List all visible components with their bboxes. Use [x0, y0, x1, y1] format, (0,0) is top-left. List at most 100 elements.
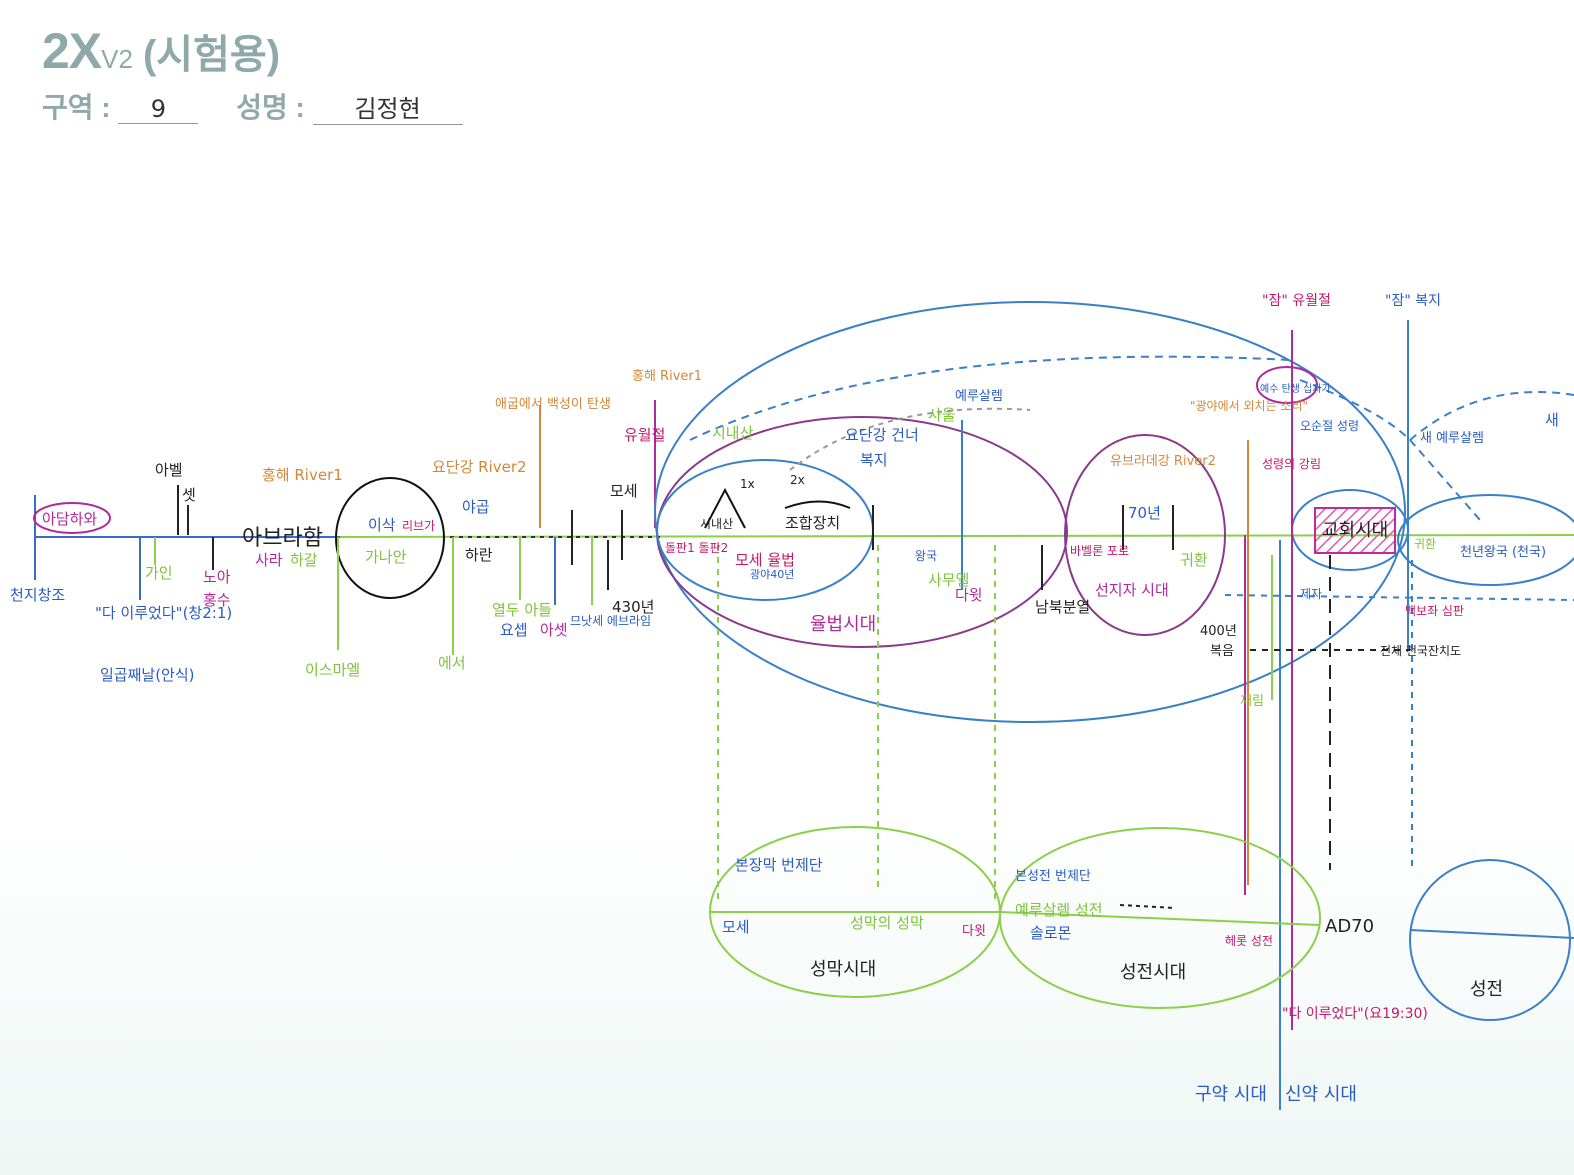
label-pentecost: 오순절 성령 — [1300, 419, 1359, 433]
label-70-years: 70년 — [1128, 504, 1161, 522]
label-temple-altar: 본성전 번제단 — [1015, 869, 1091, 884]
label-mountain: 시내산 — [700, 517, 733, 531]
label-gospel: 복음 — [1210, 644, 1234, 659]
label-saul: 사울 — [928, 406, 956, 424]
label-flood: 홍수 — [203, 591, 231, 609]
label-judgment: 백보좌 심판 — [1405, 604, 1464, 618]
isaac-circle — [335, 477, 445, 599]
label-second-coming: 재림 — [1240, 694, 1264, 709]
label-adam-eve: 아담하와 — [42, 510, 97, 528]
label-wilderness-40: 광야40년 — [750, 568, 794, 581]
label-millennium: 천년왕국 (천국) — [1460, 545, 1546, 560]
label-tabernacle-plan: 조합장치 — [785, 514, 840, 532]
label-split: 남북분열 — [1035, 598, 1090, 616]
region-value: 9 — [118, 95, 199, 124]
temple-ellipse — [999, 827, 1321, 1009]
version: V2 — [101, 44, 133, 74]
label-nt-age: 신약 시대 — [1285, 1084, 1357, 1105]
label-ot-age: 구약 시대 — [1195, 1084, 1267, 1105]
label-haran: 하란 — [465, 546, 493, 564]
label-abraham: 아브라함 — [242, 526, 323, 551]
label-seth: 셋 — [182, 486, 196, 504]
label-egypt: 애굽에서 백성이 탄생 — [495, 397, 611, 412]
label-ad70: AD70 — [1325, 916, 1374, 937]
label-blessing-top: "잠" 복지 — [1385, 293, 1441, 309]
label-blessing: 복지 — [860, 451, 888, 469]
label-feast: 전체 천국잔치도 — [1380, 643, 1461, 658]
label-canaan: 가나안 — [365, 548, 407, 566]
label-david: 다윗 — [955, 586, 983, 604]
title: 2X — [42, 23, 102, 79]
label-sinai: 시내산 — [712, 424, 754, 442]
label-holy-place: 성막의 성막 — [850, 914, 924, 932]
label-moses-2: 모세 — [722, 918, 750, 936]
name-value: 김정현 — [312, 89, 463, 125]
label-esau: 에서 — [438, 654, 466, 672]
label-disciples: 제자 — [1300, 587, 1322, 601]
prophets-ellipse — [1064, 434, 1226, 636]
label-sarah: 사라 — [255, 551, 283, 569]
big-blue-ellipse — [654, 301, 1406, 723]
label-return: 귀환 — [1180, 551, 1208, 569]
label-law-age: 율법시대 — [810, 614, 876, 635]
label-samuel: 사무엘 — [928, 571, 969, 589]
label-joseph: 요셉 — [500, 621, 528, 639]
label-rebekah: 리브가 — [402, 519, 435, 533]
label-red-sea-1b: 홍해 River1 — [632, 369, 702, 384]
label-new: 새 — [1545, 411, 1559, 429]
label-moses: 모세 — [610, 482, 638, 500]
label-red-sea-1: 홍해 River1 — [262, 466, 343, 484]
label-return-2: 귀환 — [1414, 537, 1436, 551]
document-title: 2XV2 (시험용) — [42, 22, 280, 80]
name-label: 성명 : — [236, 92, 305, 123]
label-temple-age: 성전시대 — [1120, 962, 1186, 983]
label-noah: 노아 — [203, 568, 231, 586]
label-manasseh: 므낫세 에브라임 — [570, 614, 651, 628]
label-creation: 천지창조 — [10, 586, 65, 604]
label-new-jerusalem: 새 예루살렘 — [1420, 431, 1484, 446]
label-cain: 가인 — [145, 564, 173, 582]
label-abel: 아벨 — [155, 461, 183, 479]
label-kingdom: 왕국 — [915, 549, 937, 563]
label-captivity: 바벨론 포로 — [1070, 544, 1129, 558]
church-box — [1314, 507, 1396, 554]
label-jordan-river2: 요단강 River2 — [432, 458, 527, 476]
label-2x: 2x — [790, 473, 805, 487]
info-row: 구역 : 9 성명 : 김정현 — [42, 86, 463, 126]
label-herod-temple: 헤롯 성전 — [1225, 934, 1273, 948]
label-hagar: 하갈 — [290, 551, 318, 569]
label-church-age: 교회시대 — [1322, 520, 1388, 541]
label-isaac: 이삭 — [368, 516, 396, 534]
label-tabernacle-age: 성막시대 — [810, 959, 876, 980]
shapes — [33, 301, 1574, 1110]
label-exile-river2: 유브라데강 River2 — [1110, 454, 1216, 469]
label-birth-cross: 예수 탄생 십자가 — [1260, 383, 1331, 395]
label-asher: 아셋 — [540, 621, 568, 639]
label-400-years: 400년 — [1200, 624, 1237, 639]
label-all-good: "다 이루었다"(창2:1) — [95, 604, 232, 622]
subtitle: (시험용) — [142, 33, 281, 77]
label-temple: 성전 — [1470, 979, 1503, 1000]
temple-circle — [1409, 859, 1571, 1021]
kingdom-ellipse — [1397, 494, 1574, 586]
label-jacob: 야곱 — [462, 498, 490, 516]
adam-eve-circle — [33, 502, 111, 534]
label-jordan-cross: 요단강 건너 — [845, 426, 919, 444]
label-solomon: 솔로몬 — [1030, 924, 1071, 942]
label-twelve-sons: 열두 아들 — [492, 601, 552, 619]
label-finished: "다 이루었다"(요19:30) — [1282, 1006, 1428, 1022]
labels: 아담하와 천지창조 아벨 셋 가인 "다 이루었다"(창2:1) 일곱째날(안식… — [10, 293, 1559, 1105]
label-moses-law: 모세 율법 — [735, 551, 795, 569]
label-david-2: 다윗 — [962, 924, 986, 939]
label-ishmael: 이스마엘 — [305, 661, 360, 679]
label-430-years: 430년 — [612, 598, 654, 616]
label-sabbath: 일곱째날(안식) — [100, 666, 195, 684]
label-voice: "광야에서 외치는 소리" — [1190, 399, 1308, 413]
label-1x: 1x — [740, 477, 755, 491]
label-cross-top: "잠" 유월절 — [1262, 293, 1331, 309]
label-holy-spirit: 성령의 강림 — [1262, 457, 1321, 471]
label-jerusalem-temple: 예루살렘 성전 — [1015, 901, 1103, 919]
label-tablets: 돌판1 돌판2 — [665, 541, 728, 555]
label-prophets-age: 선지자 시대 — [1095, 581, 1169, 599]
